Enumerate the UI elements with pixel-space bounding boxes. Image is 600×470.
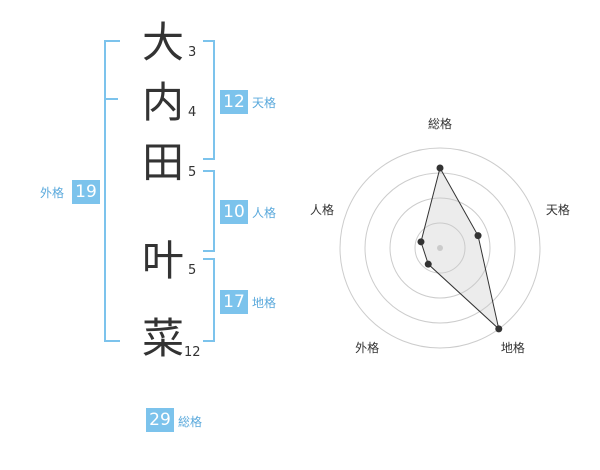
- name-char-1: 大: [142, 18, 185, 67]
- gaikaku-label: 外格: [40, 186, 65, 200]
- radar-rings: [339, 147, 541, 349]
- soukaku-badge: 29: [146, 408, 174, 432]
- name-char-4: 叶: [142, 236, 185, 285]
- stroke-count-2: 4: [188, 105, 197, 120]
- radar-center: [437, 245, 443, 251]
- name-char-5: 菜: [142, 314, 185, 363]
- name-char-2: 内: [142, 78, 185, 127]
- radar-point-3: [424, 260, 432, 268]
- radar-axis-label-0: 総格: [427, 117, 452, 131]
- radar-axis-label-2: 地格: [500, 341, 525, 356]
- gaikaku-bracket: [104, 40, 120, 342]
- radar-ring-2: [389, 197, 491, 299]
- radar-point-2: [495, 325, 503, 333]
- jinkaku-badge: 10: [220, 200, 248, 224]
- stroke-count-3: 5: [188, 165, 197, 180]
- chikaku-bracket: [203, 258, 215, 342]
- radar-point-4: [417, 238, 425, 246]
- gaikaku-bracket-inner-tick: [104, 98, 118, 100]
- radar-axis-label-1: 天格: [545, 202, 570, 217]
- radar-ring-3: [364, 172, 516, 324]
- soukaku-label: 総格: [178, 415, 203, 429]
- jinkaku-label: 人格: [252, 206, 277, 220]
- radar-ring-4: [339, 147, 541, 349]
- name-char-3: 田: [142, 138, 185, 187]
- tenkaku-badge: 12: [220, 90, 248, 114]
- radar-point-1: [474, 232, 482, 240]
- radar-axis-label-4: 人格: [310, 202, 335, 217]
- tenkaku-label: 天格: [252, 96, 277, 110]
- stroke-count-5: 12: [184, 345, 201, 360]
- chikaku-badge: 17: [220, 290, 248, 314]
- stroke-count-1: 3: [188, 45, 197, 60]
- chikaku-label: 地格: [252, 296, 277, 310]
- radar-polygon: [420, 166, 500, 331]
- radar-point-0: [436, 164, 444, 172]
- tenkaku-bracket: [203, 40, 215, 160]
- radar-axis-label-3: 外格: [355, 341, 380, 356]
- radar-polygon-group: [420, 166, 500, 331]
- jinkaku-bracket: [203, 170, 215, 252]
- gaikaku-badge: 19: [72, 180, 100, 204]
- radar-ring-1: [414, 222, 466, 274]
- stroke-count-4: 5: [188, 263, 197, 278]
- radar-points: [417, 164, 503, 333]
